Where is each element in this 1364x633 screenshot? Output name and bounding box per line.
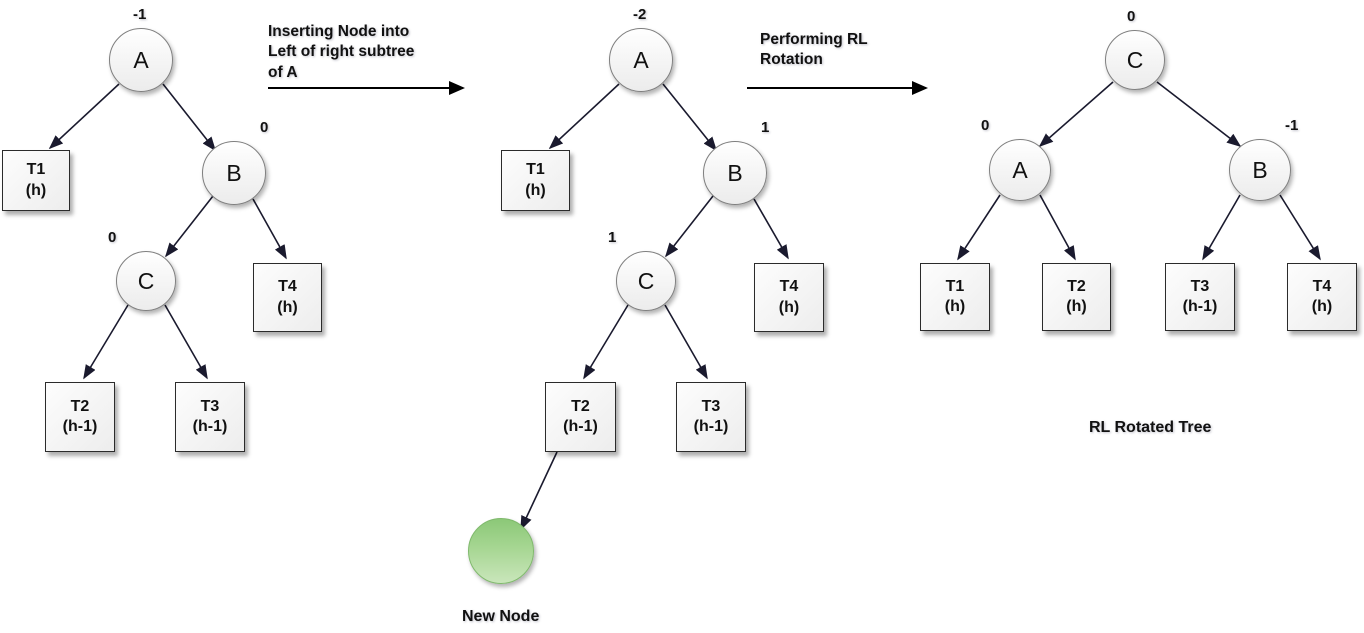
subtree-box-name: T3 <box>200 397 220 415</box>
subtree-box-name: T3 <box>701 397 721 415</box>
balance-factor-label: -1 <box>1285 117 1299 134</box>
subtree-box-t2: T2 (h-1) <box>545 382 616 452</box>
subtree-box-height: (h) <box>277 298 298 316</box>
subtree-box-height: (h) <box>25 181 47 199</box>
node-label: B <box>727 159 743 186</box>
node-label: C <box>637 267 655 294</box>
subtree-box-name: T4 <box>278 278 297 296</box>
balance-factor-label: 0 <box>981 117 990 134</box>
edge-r-c-to-r-a <box>1038 81 1114 148</box>
tree-node-a: A <box>609 28 673 92</box>
node-label: B <box>1252 156 1268 183</box>
subtree-box-t3: T3 (h-1) <box>1165 263 1235 331</box>
balance-factor-label: 0 <box>260 119 269 136</box>
new-node-caption: New Node <box>462 608 540 625</box>
subtree-box-t4: T4 (h) <box>1287 263 1357 331</box>
edge-m-b-to-m-c <box>665 195 714 258</box>
subtree-box-name: T1 <box>945 277 965 295</box>
edge-r-c-to-r-b <box>1156 81 1242 147</box>
balance-factor-label: 0 <box>1127 8 1136 25</box>
edge-l-c-to-l-t3 <box>164 304 208 380</box>
subtree-box-height: (h-1) <box>192 418 228 435</box>
edge-m-c-to-m-t2 <box>583 304 629 380</box>
subtree-box-name: T2 <box>571 397 590 415</box>
node-label: A <box>633 46 649 73</box>
tree-node-c: C <box>116 251 176 311</box>
subtree-box-height: (h-1) <box>1182 298 1218 315</box>
node-label: C <box>137 267 155 294</box>
edge-l-c-to-l-t2 <box>83 304 129 380</box>
step-label-rotation: Performing RL Rotation <box>760 31 868 69</box>
tree-node-a: A <box>989 139 1051 201</box>
edge-r-a-to-r-t2 <box>1039 194 1076 261</box>
subtree-box-name: T1 <box>26 161 46 179</box>
edge-r-b-to-r-t3 <box>1202 194 1241 261</box>
balance-factor-label: -1 <box>133 6 147 23</box>
subtree-box-name: T1 <box>526 161 545 179</box>
edge-l-a-to-l-b <box>162 83 216 152</box>
subtree-box-height: (h-1) <box>62 418 98 435</box>
subtree-box-t1: T1 (h) <box>2 150 70 211</box>
subtree-box-name: T2 <box>70 397 90 415</box>
edge-m-a-to-m-b <box>662 83 718 152</box>
subtree-box-t4: T4 (h) <box>754 263 824 332</box>
edge-r-b-to-r-t4 <box>1279 194 1321 261</box>
tree-node-b: B <box>1229 139 1291 201</box>
subtree-box-t2: T2 (h) <box>1042 263 1111 331</box>
subtree-box-height: (h-1) <box>563 418 598 435</box>
tree-node-c: C <box>1105 30 1165 90</box>
subtree-box-name: T2 <box>1067 277 1086 295</box>
balance-factor-label: 1 <box>761 119 770 136</box>
step-label-insert: Inserting Node into Left of right subtre… <box>268 23 415 81</box>
edge-r-a-to-r-t1 <box>957 194 1001 261</box>
subtree-box-height: (h) <box>1066 298 1087 315</box>
node-label: C <box>1126 46 1144 73</box>
edge-m-c-to-m-t3 <box>664 304 708 380</box>
subtree-box-height: (h-1) <box>693 418 729 435</box>
tree-node-c: C <box>616 251 676 311</box>
balance-factor-label: 1 <box>608 229 617 246</box>
subtree-box-name: T4 <box>779 278 799 296</box>
node-label: B <box>226 159 242 186</box>
edge-l-b-to-l-c <box>165 195 214 258</box>
subtree-box-t3: T3 (h-1) <box>676 382 746 452</box>
balance-factor-label: -2 <box>633 6 647 23</box>
balance-factor-label: 0 <box>108 229 117 246</box>
subtree-box-name: T4 <box>1312 277 1332 295</box>
edge-m-b-to-m-t4 <box>753 198 789 260</box>
edge-m-a-to-m-t1 <box>548 83 620 150</box>
node-label: A <box>133 46 149 73</box>
new-node-circle <box>468 518 534 584</box>
rl-rotated-tree-caption: RL Rotated Tree <box>1089 419 1212 436</box>
subtree-box-height: (h) <box>1311 298 1333 315</box>
edge-l-a-to-l-t1 <box>48 83 120 150</box>
subtree-box-height: (h) <box>525 181 546 199</box>
subtree-box-height: (h) <box>944 298 966 315</box>
subtree-box-t1: T1 (h) <box>920 263 990 331</box>
edge-l-b-to-l-t4 <box>252 198 287 260</box>
node-label: A <box>1012 156 1028 183</box>
subtree-box-t1: T1 (h) <box>501 150 570 211</box>
tree-node-b: B <box>202 141 266 205</box>
subtree-box-name: T3 <box>1190 277 1210 295</box>
tree-node-a: A <box>109 28 173 92</box>
edge-m-t2-to-m-new <box>520 451 558 531</box>
subtree-box-height: (h) <box>778 298 800 316</box>
subtree-box-t2: T2 (h-1) <box>45 382 115 452</box>
tree-node-b: B <box>703 141 767 205</box>
subtree-box-t3: T3 (h-1) <box>175 382 245 452</box>
subtree-box-t4: T4 (h) <box>253 263 322 332</box>
